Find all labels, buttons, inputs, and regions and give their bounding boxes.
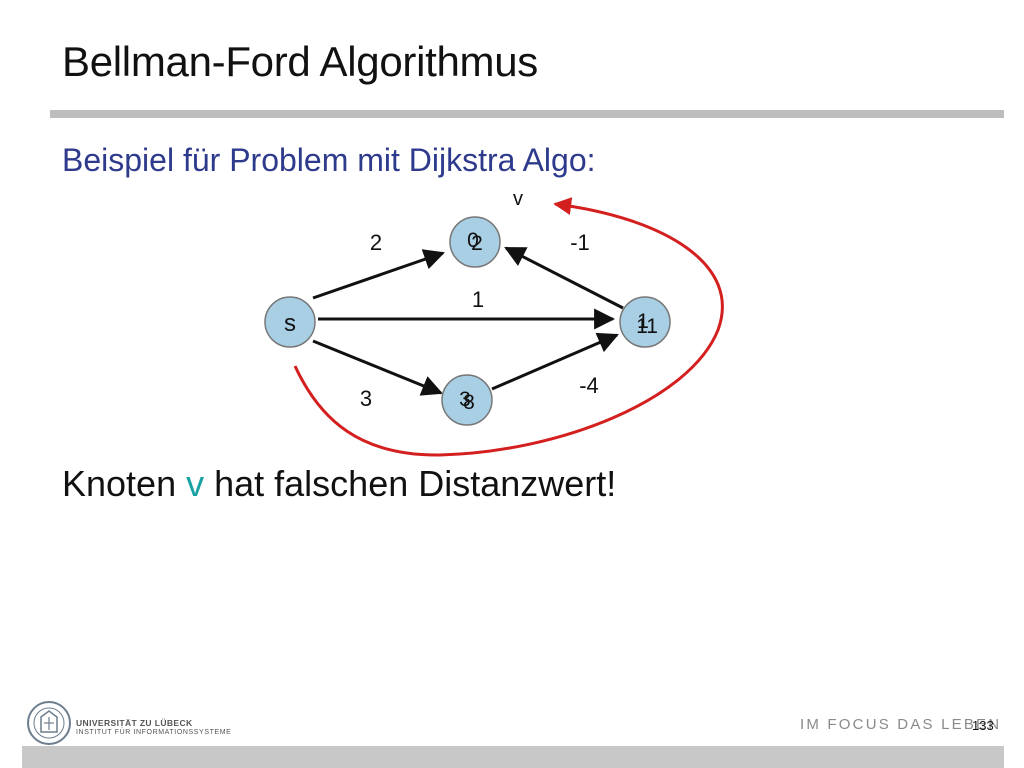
- edge-weight-s-t: 1: [472, 287, 484, 312]
- footer-bar: [22, 746, 1004, 768]
- node-t-value-old: 1: [637, 310, 649, 333]
- edge-weight-s-v: 2: [370, 230, 382, 255]
- edge-weight-u-t: -4: [579, 373, 599, 398]
- node-v-value-new: 2: [471, 232, 483, 255]
- tagline: IM FOCUS DAS LEBEN: [800, 716, 1002, 733]
- node-t: 1 11: [619, 296, 671, 348]
- edge-weight-s-u: 3: [360, 386, 372, 411]
- institute-name: INSTITUT FÜR INFORMATIONSSYSTEME: [76, 729, 232, 736]
- statement-node-highlight: v: [186, 463, 205, 504]
- slide-subtitle: Beispiel für Problem mit Dijkstra Algo:: [62, 142, 596, 178]
- page-number: 133: [972, 718, 994, 733]
- node-u-value-new: 8: [463, 391, 475, 414]
- edge-s-v: [312, 249, 445, 300]
- slide-title: Bellman-Ford Algorithmus: [62, 38, 538, 85]
- title-divider: [50, 110, 1004, 118]
- statement-suffix: hat falschen Distanzwert!: [204, 463, 617, 504]
- node-t-value-new: 11: [636, 315, 658, 338]
- statement-prefix: Knoten: [62, 463, 187, 504]
- node-v: 0 2: [449, 216, 501, 268]
- university-name: UNIVERSITÄT ZU LÜBECK: [76, 718, 193, 728]
- node-v-value-old: 0: [467, 229, 479, 252]
- node-u: 3 8: [441, 374, 493, 426]
- node-v-label: v: [513, 188, 523, 210]
- edge-s-u: [312, 339, 443, 396]
- highlight-arrow: [293, 197, 724, 457]
- node-s: s: [264, 296, 316, 348]
- node-s-label: s: [284, 310, 296, 337]
- edge-t-v: [504, 246, 624, 310]
- edge-weight-t-v: -1: [570, 230, 590, 255]
- distance-statement: Knoten v hat falschen Distanzwert!: [62, 463, 616, 505]
- university-seal-icon: [27, 701, 71, 745]
- node-u-value-old: 3: [459, 388, 471, 411]
- edge-u-t: [491, 332, 619, 391]
